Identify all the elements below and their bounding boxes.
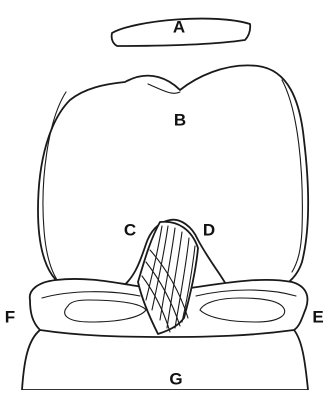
label-e: E — [312, 308, 323, 327]
label-b: B — [174, 111, 186, 130]
label-a: A — [173, 18, 185, 37]
label-g: G — [169, 370, 182, 389]
label-d: D — [203, 221, 215, 240]
label-f: F — [5, 308, 15, 327]
label-c: C — [124, 221, 136, 240]
